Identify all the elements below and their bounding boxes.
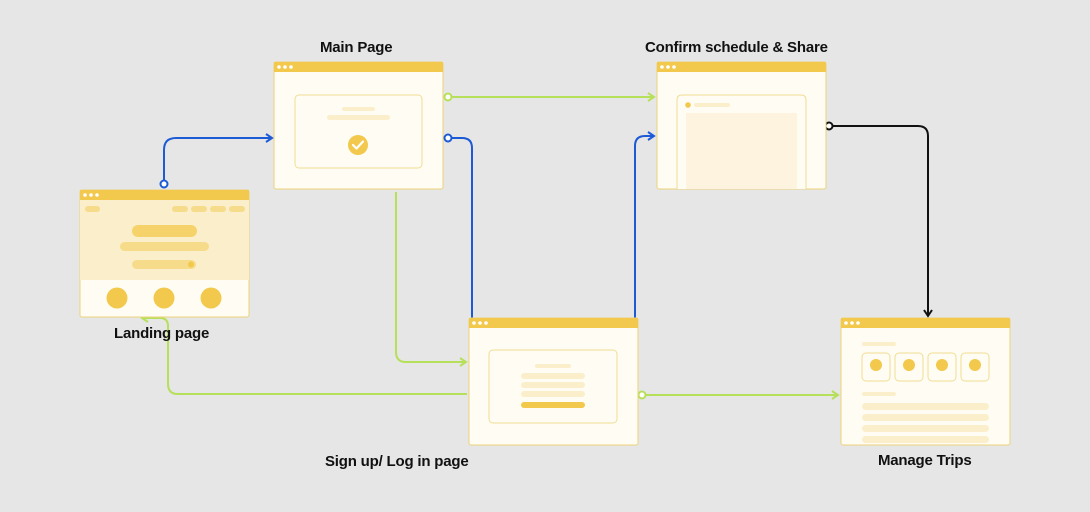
schedule-area: [686, 113, 797, 189]
window-dot: [666, 65, 670, 69]
trip-card-icon: [936, 359, 948, 371]
edge-start-dot: [637, 390, 647, 400]
window-title-bar: [80, 190, 249, 200]
landing-page-mockup: [79, 189, 250, 318]
window-dot: [472, 321, 476, 325]
main-page-mockup: [273, 61, 444, 190]
edge-main-to-signup-blue: [448, 137, 473, 318]
feature-circle: [106, 287, 128, 309]
card-heading: [342, 107, 375, 111]
content-card: [294, 94, 423, 169]
window-dot: [289, 65, 293, 69]
window-dot: [277, 65, 281, 69]
edge-start-dot: [443, 133, 453, 143]
manage-trips-label: Manage Trips: [878, 452, 972, 469]
check-icon: [348, 135, 368, 155]
confirm-schedule-label: Confirm schedule & Share: [645, 39, 828, 56]
feature-circle: [200, 287, 222, 309]
login-field: [521, 391, 585, 397]
window-title-bar: [841, 318, 1010, 328]
edge-confirm-to-manage: [829, 125, 933, 318]
window-dot: [844, 321, 848, 325]
hero-input: [132, 260, 196, 269]
confirm-mockup: [656, 61, 827, 190]
window-dot: [850, 321, 854, 325]
landing-page-label: Landing page: [114, 325, 210, 342]
nav-link: [210, 206, 226, 212]
manage-trips-mockup: [840, 317, 1011, 446]
login-heading: [535, 364, 571, 368]
nav-logo: [85, 206, 100, 212]
nav-link: [229, 206, 245, 212]
section-heading: [862, 342, 896, 346]
trip-card-icon: [870, 359, 882, 371]
window-dot: [484, 321, 488, 325]
window-dot: [95, 193, 99, 197]
hero-subtitle: [120, 242, 209, 251]
window-dot: [660, 65, 664, 69]
window-title-bar: [657, 62, 826, 72]
login-field: [521, 373, 585, 379]
edge-landing-to-main: [163, 133, 274, 184]
check-icon: [351, 140, 365, 150]
hero-title: [132, 225, 197, 237]
edge-start-dot: [159, 179, 169, 189]
edges: [140, 92, 933, 400]
main-page-label: Main Page: [320, 39, 393, 56]
window-dot: [283, 65, 287, 69]
edge-start-dot: [443, 92, 453, 102]
window-title-bar: [469, 318, 638, 328]
nav-link: [172, 206, 188, 212]
trip-list-row: [862, 425, 989, 432]
list-heading: [862, 392, 896, 396]
trip-card-icon: [903, 359, 915, 371]
feature-circle: [153, 287, 175, 309]
window-dot: [89, 193, 93, 197]
hero-cta-dot: [188, 261, 194, 268]
panel-heading: [694, 103, 730, 107]
window-dot: [856, 321, 860, 325]
login-field: [521, 382, 585, 388]
edge-signup-to-landing: [140, 313, 467, 395]
card-text: [327, 115, 390, 120]
edge-signup-to-confirm: [634, 131, 656, 318]
window-dot: [83, 193, 87, 197]
signup-mockup: [468, 317, 639, 446]
window-dot: [672, 65, 676, 69]
window-title-bar: [274, 62, 443, 72]
nav-link: [191, 206, 207, 212]
window-dot: [478, 321, 482, 325]
panel-dot: [685, 102, 691, 108]
login-button: [521, 402, 585, 408]
trip-card-icon: [969, 359, 981, 371]
trip-list-row: [862, 403, 989, 410]
edge-main-to-signup-green: [395, 192, 468, 367]
edge-start-dot: [824, 121, 834, 131]
trip-list-row: [862, 414, 989, 421]
signup-page-label: Sign up/ Log in page: [325, 453, 469, 470]
trip-list-row: [862, 436, 989, 443]
